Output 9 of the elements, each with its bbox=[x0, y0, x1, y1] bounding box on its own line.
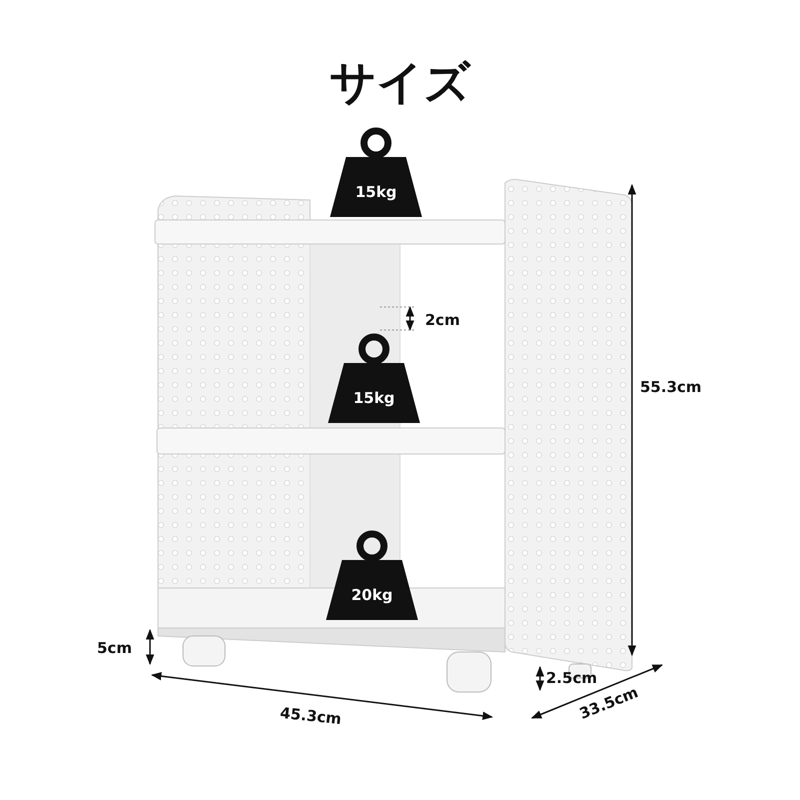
dimension-label: 2cm bbox=[425, 311, 460, 329]
weight-label: 15kg bbox=[354, 183, 398, 201]
title: サイズ bbox=[328, 54, 472, 111]
dimension-label: 45.3cm bbox=[279, 704, 342, 728]
dimension-label: 5cm bbox=[97, 639, 132, 657]
dimension-label: 2.5cm bbox=[546, 669, 598, 687]
weight-label: 15kg bbox=[352, 389, 396, 407]
weight-label: 20kg bbox=[350, 586, 394, 604]
dimension-label: 55.3cm bbox=[640, 378, 702, 396]
